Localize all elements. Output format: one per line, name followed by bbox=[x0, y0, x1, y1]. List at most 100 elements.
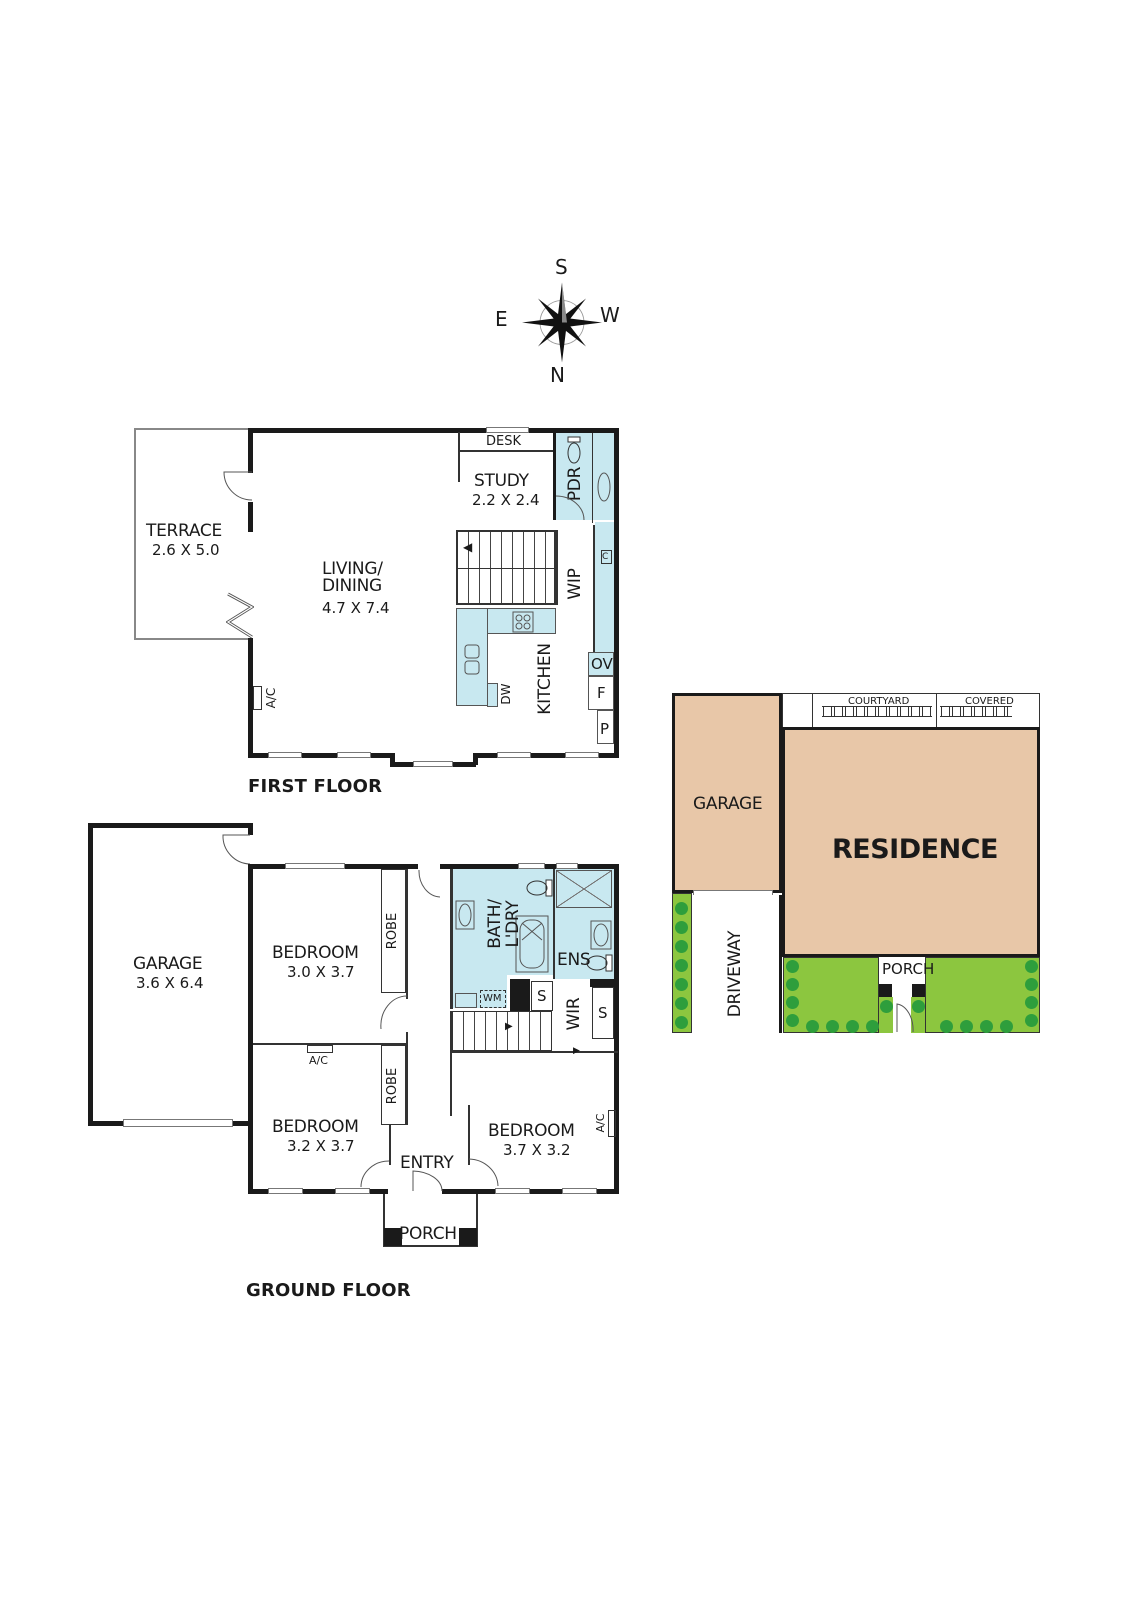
bush-icon bbox=[806, 1020, 819, 1033]
hall-wall bbox=[406, 1032, 408, 1125]
window bbox=[486, 427, 529, 433]
bush-icon bbox=[675, 940, 688, 953]
door-swing-icon bbox=[555, 495, 585, 521]
window bbox=[413, 761, 453, 767]
wall bbox=[614, 864, 619, 1194]
entry-label: ENTRY bbox=[400, 1153, 454, 1173]
door-swing-icon bbox=[223, 471, 253, 501]
bath-label-line1: BATH/ bbox=[485, 899, 505, 949]
bush-icon bbox=[675, 978, 688, 991]
wip-label: WIP bbox=[565, 568, 585, 600]
ac-label: A/C bbox=[594, 1113, 607, 1133]
bush-icon bbox=[1025, 996, 1038, 1009]
terrace-dims: 2.6 X 5.0 bbox=[152, 541, 220, 559]
partition bbox=[450, 1051, 618, 1053]
staircase bbox=[456, 530, 556, 605]
porch-wall bbox=[383, 1194, 385, 1246]
study-label: STUDY bbox=[474, 471, 529, 491]
terrace-wall bbox=[134, 428, 136, 640]
pantry-bench bbox=[595, 522, 614, 652]
study-dims: 2.2 X 2.4 bbox=[472, 491, 540, 509]
window bbox=[337, 752, 371, 758]
wall bbox=[248, 823, 253, 835]
stair-landing bbox=[456, 568, 556, 569]
door-swing-icon bbox=[222, 834, 251, 865]
pdr-partition bbox=[592, 433, 593, 523]
bush-icon bbox=[786, 1014, 799, 1027]
garage-dims: 3.6 X 6.4 bbox=[136, 974, 204, 992]
entry-wall bbox=[468, 1125, 470, 1165]
wall bbox=[390, 753, 395, 765]
bush-icon bbox=[1025, 960, 1038, 973]
ac-unit bbox=[253, 686, 262, 710]
wall bbox=[248, 428, 618, 433]
bedroom-3-dims: 3.7 X 3.2 bbox=[503, 1141, 571, 1159]
bush-icon bbox=[1025, 1014, 1038, 1027]
window bbox=[518, 863, 545, 869]
bush-icon bbox=[960, 1020, 973, 1033]
porch-pillar bbox=[384, 1228, 402, 1246]
wall bbox=[614, 428, 619, 758]
hall-wall bbox=[406, 869, 408, 999]
pdr-wet-area bbox=[556, 433, 614, 520]
oven bbox=[588, 652, 614, 676]
basin-icon bbox=[597, 472, 611, 502]
compass-north-label: N bbox=[550, 363, 565, 387]
wall bbox=[248, 753, 392, 758]
bush-icon bbox=[675, 997, 688, 1010]
desk-edge bbox=[458, 450, 558, 452]
compass-star-icon bbox=[522, 282, 602, 363]
porch-label: PORCH bbox=[399, 1224, 457, 1244]
site-residence bbox=[782, 727, 1040, 957]
window bbox=[556, 863, 578, 869]
courtyard-divider bbox=[812, 693, 813, 729]
ac-unit bbox=[608, 1110, 616, 1137]
porch-pillar bbox=[912, 984, 925, 997]
compass-south-label: S bbox=[555, 255, 568, 279]
terrace-wall bbox=[134, 638, 250, 640]
window bbox=[562, 1188, 597, 1194]
bath-laundry-wet-area bbox=[452, 975, 507, 1008]
wall bbox=[442, 1189, 619, 1194]
window bbox=[565, 752, 599, 758]
stair-arrow-icon: ▶ bbox=[505, 1021, 513, 1032]
staircase bbox=[452, 1011, 552, 1051]
bedroom-2-dims: 3.2 X 3.7 bbox=[287, 1137, 355, 1155]
courtyard-divider bbox=[936, 693, 937, 729]
bush-icon bbox=[675, 902, 688, 915]
robe-2 bbox=[381, 1045, 406, 1125]
stair-arrow-icon: ◀ bbox=[463, 540, 473, 554]
wip-wall bbox=[593, 525, 595, 653]
toilet-icon bbox=[567, 436, 581, 464]
shelf-s2 bbox=[592, 987, 614, 1039]
f-label: F bbox=[597, 684, 606, 702]
window bbox=[495, 1188, 530, 1194]
front-door-swing-icon bbox=[412, 1170, 443, 1192]
wip-wall bbox=[556, 530, 558, 605]
bush-icon bbox=[786, 978, 799, 991]
wall bbox=[88, 823, 253, 828]
bifold-door-icon bbox=[226, 592, 254, 639]
bathtub-icon bbox=[515, 915, 549, 973]
dishwasher bbox=[487, 683, 498, 707]
c-label: C bbox=[602, 552, 609, 562]
bush-icon bbox=[826, 1020, 839, 1033]
partition bbox=[253, 1043, 408, 1045]
fridge bbox=[588, 676, 614, 710]
wall bbox=[248, 864, 253, 1194]
window bbox=[285, 863, 345, 869]
bush-icon bbox=[675, 959, 688, 972]
courtyard-label: COURTYARD bbox=[848, 696, 910, 707]
bedroom-2-label: BEDROOM bbox=[272, 1117, 359, 1137]
compass-east-label: E bbox=[495, 307, 508, 331]
wall bbox=[473, 753, 618, 758]
toilet-icon bbox=[586, 954, 613, 972]
toilet-icon bbox=[526, 879, 553, 897]
ac-label: A/C bbox=[264, 687, 278, 709]
porch-wall bbox=[383, 1245, 478, 1247]
bush-icon bbox=[912, 1000, 925, 1013]
bush-icon bbox=[675, 921, 688, 934]
wall bbox=[473, 753, 478, 765]
door-swing-icon bbox=[360, 1160, 390, 1188]
covered-label: COVERED bbox=[965, 696, 1014, 707]
